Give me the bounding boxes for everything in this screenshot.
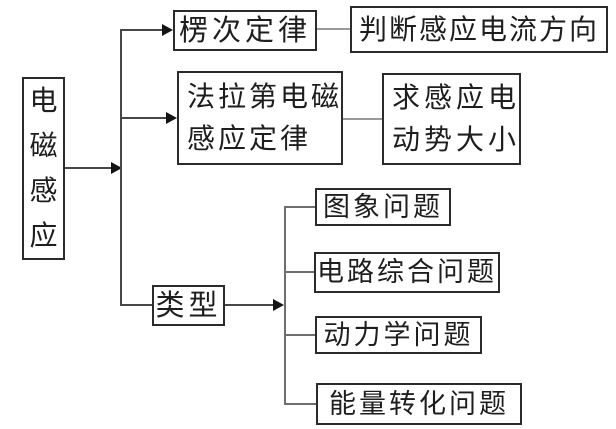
arrowhead-faraday-icon bbox=[166, 112, 177, 124]
trunk-types bbox=[284, 206, 286, 405]
node-judge-current-direction: 判断感应电流方向 bbox=[350, 6, 608, 53]
connector-trunk-to-lenz bbox=[120, 29, 163, 31]
node-label: 判断感应电流方向 bbox=[358, 12, 599, 46]
arrowhead-types-icon bbox=[273, 299, 284, 311]
root-char: 应 bbox=[29, 219, 58, 252]
connector-trunk2-to-dynamics bbox=[284, 334, 315, 336]
root-char: 感 bbox=[29, 174, 58, 207]
node-energy-conversion-problems: 能量转化问题 bbox=[316, 383, 522, 425]
node-graph-problems: 图象问题 bbox=[315, 188, 451, 226]
node-electromagnetic-induction: 电 磁 感 应 bbox=[22, 77, 65, 260]
connector-trunk-to-types bbox=[120, 304, 152, 306]
connector-lenz-to-judge bbox=[317, 28, 350, 30]
node-label-line1: 法拉第电磁 bbox=[187, 80, 343, 113]
node-label: 类型 bbox=[155, 288, 222, 322]
node-label: 图象问题 bbox=[323, 191, 443, 223]
arrowhead-root-icon bbox=[111, 162, 122, 174]
trunk-main bbox=[120, 29, 122, 306]
node-lenz-law: 楞次定律 bbox=[173, 10, 317, 51]
node-label: 电路综合问题 bbox=[317, 257, 497, 288]
arrowhead-lenz-icon bbox=[162, 24, 173, 36]
node-label-line1: 求感应电 bbox=[392, 81, 521, 114]
root-char: 电 bbox=[29, 84, 58, 117]
root-char: 磁 bbox=[29, 129, 58, 162]
node-dynamics-problems: 动力学问题 bbox=[315, 316, 482, 354]
node-label: 动力学问题 bbox=[323, 319, 474, 351]
connector-types-to-trunk2 bbox=[225, 304, 274, 306]
connector-trunk2-to-energy bbox=[284, 403, 316, 405]
connector-root-to-trunk bbox=[65, 167, 113, 169]
node-label-line2: 动势大小 bbox=[392, 123, 521, 156]
connector-trunk2-to-circuit bbox=[284, 271, 314, 273]
node-label-line2: 感应定律 bbox=[187, 122, 312, 155]
connector-trunk-to-faraday bbox=[120, 117, 167, 119]
node-label: 楞次定律 bbox=[178, 13, 311, 47]
connector-faraday-to-emf bbox=[343, 118, 382, 120]
node-label: 能量转化问题 bbox=[329, 388, 509, 420]
node-emf-magnitude: 求感应电 动势大小 bbox=[382, 73, 521, 165]
node-types: 类型 bbox=[152, 285, 225, 326]
connector-trunk2-to-graph bbox=[284, 206, 315, 208]
node-circuit-problems: 电路综合问题 bbox=[314, 252, 500, 293]
node-faraday-law: 法拉第电磁 感应定律 bbox=[177, 71, 343, 165]
